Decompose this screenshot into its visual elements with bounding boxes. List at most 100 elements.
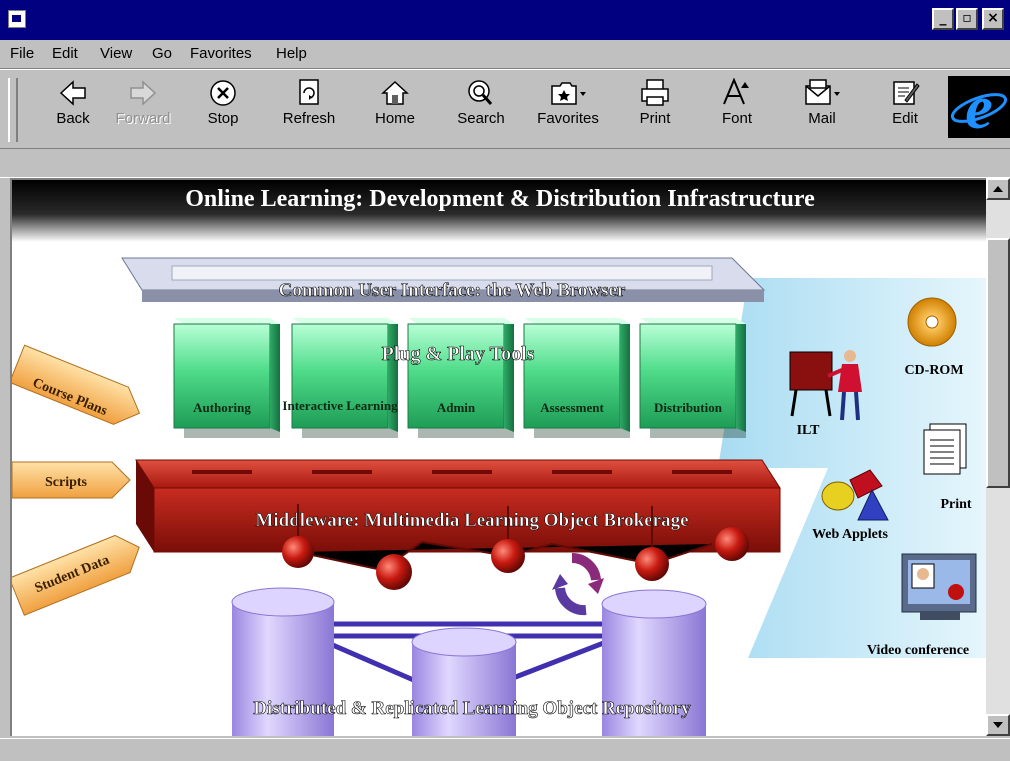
font-size-icon [723,78,749,105]
tool-label-authoring: Authoring [193,400,251,415]
forward-button[interactable]: Forward [108,76,178,144]
sync-arrows-icon [552,552,604,616]
printer-icon [641,79,669,106]
home-label: Home [374,110,415,127]
menu-edit[interactable]: Edit [52,45,78,62]
stop-icon [210,80,236,106]
web-browser-bar [121,257,766,302]
refresh-label: Refresh [282,110,336,127]
title-band [12,180,986,242]
tool-label-interactive-learning: Interactive Learning [282,398,398,413]
search-icon [468,80,493,105]
output-web-applets: Web Applets [812,527,888,542]
menu-file[interactable]: File [10,45,35,62]
forward-arrow-icon [130,80,157,106]
favorites-label: Favorites [537,110,599,127]
output-video-conference: Video conference [867,643,969,658]
tools-label: Plug & Play Tools [382,343,535,365]
scroll-thumb[interactable] [986,238,1010,488]
tool-label-assessment: Assessment [540,400,604,415]
mail-label: Mail [808,110,836,127]
toolbar: Back Forward Stop Refresh Home Search Fa… [0,69,1010,148]
tool-block-interactive-learning [291,318,398,438]
search-button[interactable]: Search [446,76,516,144]
input-tag-student-data [12,534,140,616]
tool-block-authoring [173,318,280,438]
back-label: Back [56,110,90,127]
learning-object-node [282,536,314,568]
cd-rom-icon [907,297,957,347]
forward-label: Forward [115,110,171,127]
menu-favorites[interactable]: Favorites [190,45,252,62]
learning-object-node [376,554,412,590]
favorites-folder-icon [551,82,586,105]
input-scripts: Scripts [45,475,88,490]
svg-text:e: e [965,76,993,138]
repository-cylinder [411,627,517,736]
input-tag-scripts [12,461,131,499]
home-icon [381,80,409,105]
search-label: Search [457,110,505,127]
back-arrow-icon [59,80,86,106]
stop-label: Stop [207,110,239,127]
menu-help[interactable]: Help [276,45,307,62]
font-button[interactable]: Font [702,76,772,144]
scroll-up-button[interactable] [986,178,1010,200]
back-button[interactable]: Back [38,76,108,144]
ie-logo: e [948,74,1010,142]
tool-block-assessment [523,318,630,438]
menu-view[interactable]: View [100,45,133,62]
tool-block-admin [407,318,514,438]
home-button[interactable]: Home [360,76,430,144]
mail-button[interactable]: Mail [782,76,862,144]
favorites-button[interactable]: Favorites [528,76,608,144]
scroll-down-button[interactable] [986,714,1010,736]
vertical-scrollbar[interactable] [986,178,1010,736]
learning-object-node [715,527,749,561]
app-icon[interactable] [8,10,26,28]
output-cd-rom: CD-ROM [904,363,963,378]
print-button[interactable]: Print [620,76,690,144]
web-applets-shapes-icon [821,469,889,521]
toolbar-grip[interactable] [8,78,18,142]
browser-label: Common User Interface: the Web Browser [279,280,626,301]
close-button[interactable]: × [982,8,1004,30]
learning-object-node [491,539,525,573]
output-print: Print [940,497,971,512]
print-label: Print [639,110,671,127]
status-bar [0,738,1010,761]
maximize-button[interactable]: ▫ [956,8,978,30]
repository-cylinder [231,587,335,736]
menu-go[interactable]: Go [152,45,173,62]
address-strip [0,148,1010,178]
print-documents-icon [923,423,967,475]
middleware-slab [135,459,781,553]
menu-bar: File Edit View Go Favorites Help [0,40,1010,69]
stop-button[interactable]: Stop [188,76,258,144]
font-label: Font [721,110,752,127]
infrastructure-diagram: Online Learning: Development & Distribut… [12,180,986,736]
video-conference-monitor-icon [901,553,977,620]
repository-label: Distributed & Replicated Learning Object… [253,698,691,719]
ie-e-icon: e [950,74,1008,142]
mail-icon [805,79,840,105]
tool-label-distribution: Distribution [654,400,723,415]
minimize-button[interactable]: _ [932,8,954,30]
edit-button[interactable]: Edit [870,76,940,144]
scroll-down-arrow-icon [993,722,1003,728]
refresh-icon [299,79,319,105]
input-tag-course-plans [12,344,141,425]
instructor-led-training-icon [789,350,862,421]
title-bar: _ ▫ × [0,0,1010,40]
scroll-up-arrow-icon [993,186,1003,192]
tool-label-admin: Admin [437,400,476,415]
edit-label: Edit [892,110,918,127]
repository-cylinder [601,589,707,736]
output-ilt: ILT [797,423,821,438]
refresh-button[interactable]: Refresh [274,76,344,144]
diagram-title: Online Learning: Development & Distribut… [185,186,815,212]
edit-page-icon [893,81,920,105]
tool-block-distribution [639,318,746,438]
learning-object-node [635,547,669,581]
middleware-label: Middleware: Multimedia Learning Object B… [255,510,688,531]
